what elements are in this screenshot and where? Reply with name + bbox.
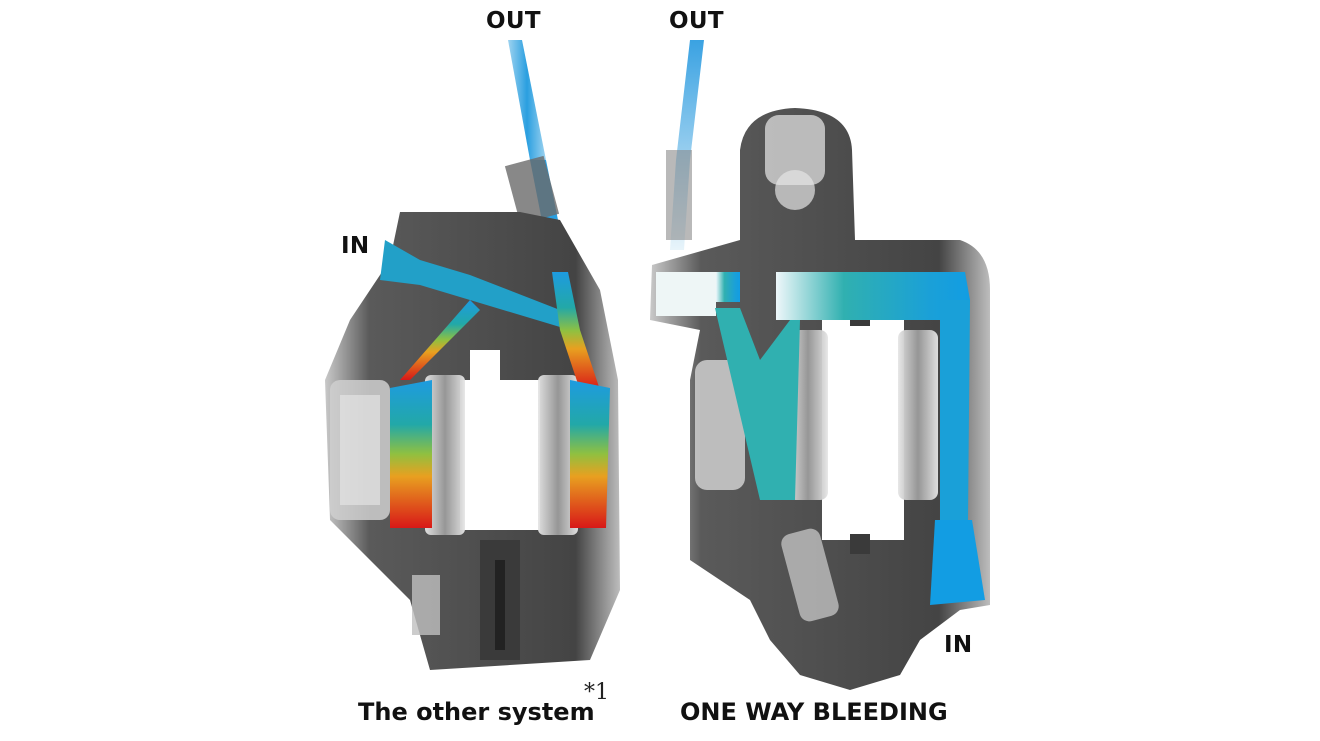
- right-flow-channels: [656, 272, 985, 605]
- left-caliper: [325, 40, 620, 670]
- left-out-hose: [508, 40, 546, 160]
- right-banjo-fitting: [656, 272, 716, 316]
- left-out-label: OUT: [486, 8, 541, 34]
- left-flow-channels: [380, 240, 610, 528]
- left-outer-chamber: [570, 380, 610, 528]
- left-caption: The other system: [358, 698, 595, 726]
- right-in-label: IN: [944, 632, 973, 658]
- right-caliper: [650, 40, 990, 690]
- left-in-label: IN: [341, 233, 370, 259]
- left-center-window: [460, 350, 540, 530]
- left-inner-chamber: [390, 380, 432, 528]
- left-caption-footnote: *1: [584, 680, 609, 705]
- right-in-port: [930, 520, 985, 605]
- right-out-label: OUT: [669, 8, 724, 34]
- right-center-window: [822, 320, 904, 540]
- right-caption: ONE WAY BLEEDING: [680, 698, 948, 726]
